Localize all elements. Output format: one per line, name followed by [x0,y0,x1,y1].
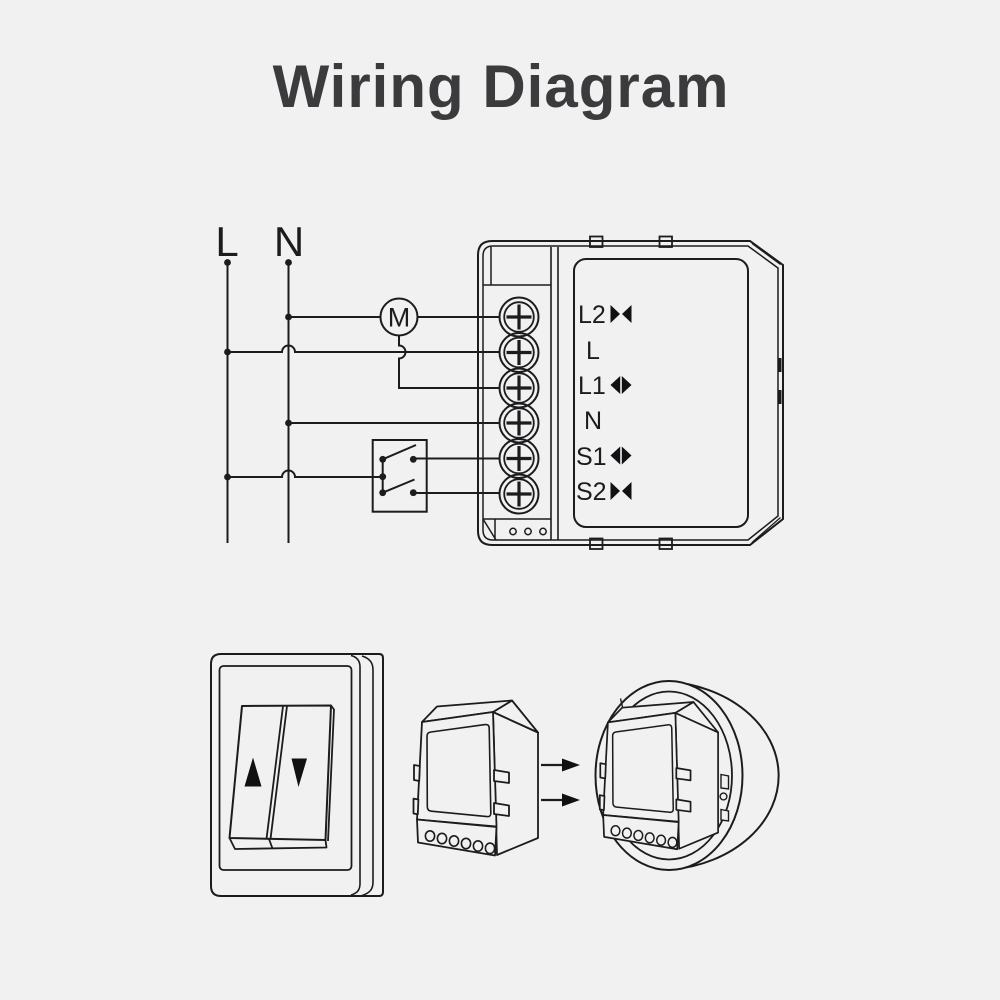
terminal-screw-l1 [497,366,541,410]
install-arrows [541,758,580,807]
up-arrow-icon [244,757,262,787]
terminal-label-panel [573,258,749,528]
terminal-screw-s1 [497,437,541,480]
right-arrow-icon [562,758,580,772]
neutral-line-label: N [274,218,304,265]
wires [226,262,500,543]
terminal-label-s1: S1 [576,443,607,471]
rocker-buttons [228,704,335,850]
wire-motor-to-l1 [398,335,500,389]
blinds-open-icon [610,446,632,465]
mounting-lug [719,773,730,822]
terminal-label-n: N [584,407,602,435]
terminal-screw-l [497,331,541,374]
rocker-wall-switch [210,653,384,897]
blinds-open-icon [610,376,632,394]
down-arrow-icon [291,758,307,787]
terminal-label-l2: L2 [578,301,606,329]
terminal-label-l: L [586,337,600,365]
relay-module-3d [412,699,539,857]
terminal-screws [497,295,541,516]
terminal-screw-l2 [497,295,541,339]
motor-symbol: M [379,297,419,337]
terminal-label-s2: S2 [576,478,607,506]
installation-illustration [210,653,780,897]
terminal-screw-s2 [497,472,541,516]
relay-module-outline [477,235,784,550]
round-mounting-box [594,680,780,871]
wire-live-to-l [227,344,500,353]
blinds-close-icon [610,482,632,500]
motor-label: M [388,303,411,333]
blinds-close-icon [610,305,632,323]
relay-module-in-box [598,701,720,851]
right-arrow-icon [562,793,580,807]
live-line-label: L [215,218,238,265]
page-title: Wiring Diagram [273,53,730,120]
wiring-schematic: L N [215,218,784,550]
wire-live-to-switch [227,469,381,478]
terminal-label-l1: L1 [578,372,606,400]
junction-dots [224,259,417,497]
terminal-screw-n [497,401,541,445]
mounting-screw-hole [719,792,728,801]
terminal-labels: L2 L L1 N S1 S2 [576,301,632,506]
